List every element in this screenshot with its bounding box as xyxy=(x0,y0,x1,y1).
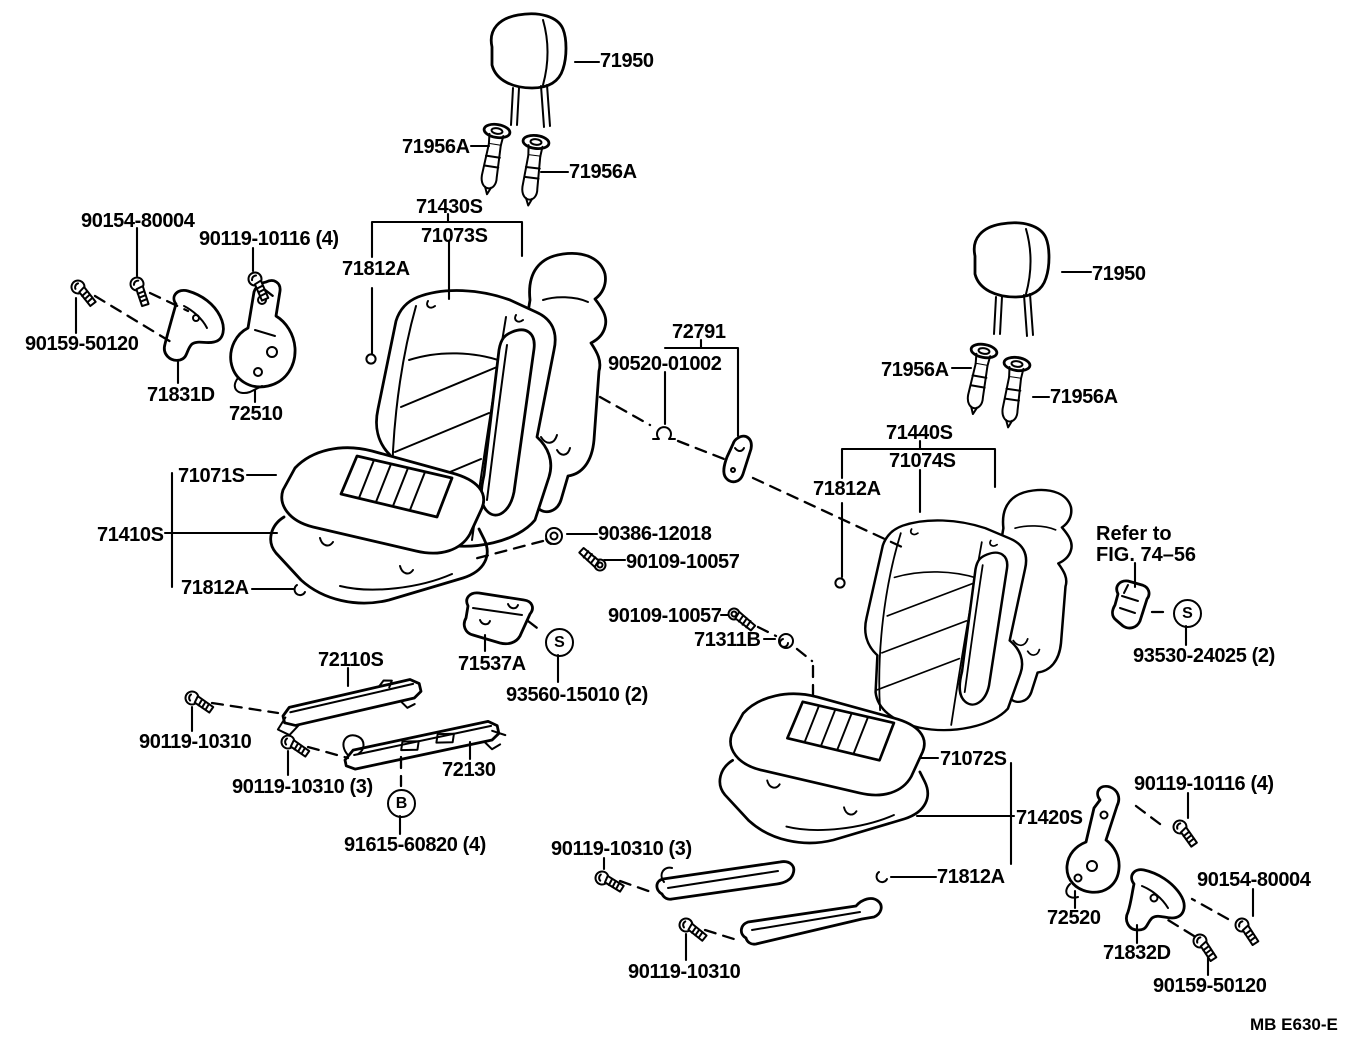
hog-ring-cushion-left xyxy=(293,584,306,597)
assembly-dashed-lines xyxy=(93,287,1230,942)
label-90119-10310-4: 90119-10310 xyxy=(628,961,741,983)
label-90159-right: 90159-50120 xyxy=(1153,975,1267,997)
label-72110s: 72110S xyxy=(318,649,384,671)
leader-lines xyxy=(74,60,1255,977)
label-93530: 93530-24025 (2) xyxy=(1133,645,1275,667)
grommet-71311b-drawing xyxy=(778,633,794,649)
bolt-90119-10310-1-drawing xyxy=(181,688,218,715)
left-guide-pin-1 xyxy=(472,121,513,198)
label-90154-right: 90154-80004 xyxy=(1197,869,1311,891)
label-90119-10310-2: 90119-10310 (3) xyxy=(232,776,373,798)
label-71812a-cushion-right: 71812A xyxy=(937,866,1005,888)
label-71072s: 71072S xyxy=(940,748,1007,770)
screw-90154-right-drawing xyxy=(1230,914,1266,948)
label-71812a-back-right: 71812A xyxy=(813,478,881,500)
bolt-90119-10116-right-drawing xyxy=(1168,816,1204,850)
label-72510: 72510 xyxy=(229,403,283,425)
left-guide-pin-2 xyxy=(513,132,552,209)
label-71071s: 71071S xyxy=(178,465,245,487)
clip-90520-drawing xyxy=(652,426,676,440)
label-71812a-cushion-left: 71812A xyxy=(181,577,249,599)
label-71410s: 71410S xyxy=(97,524,164,546)
label-71430s: 71430S xyxy=(416,196,483,218)
label-72130: 72130 xyxy=(442,759,496,781)
cover-71831d-drawing xyxy=(162,288,225,362)
label-90520: 90520-01002 xyxy=(608,353,722,375)
label-90154-left: 90154-80004 xyxy=(81,210,195,232)
right-guide-pin-1 xyxy=(958,340,1000,418)
bolt-90119-10310-2-drawing xyxy=(277,732,314,759)
label-71956a-right-1: 71956A xyxy=(881,359,949,381)
label-71956a-left-2: 71956A xyxy=(569,161,637,183)
refer-note-line2: FIG. 74–56 xyxy=(1096,544,1197,566)
screw-90154-left-drawing xyxy=(124,273,157,310)
label-91615: 91615-60820 (4) xyxy=(344,834,486,856)
label-71073s: 71073S xyxy=(421,225,488,247)
label-90109-1: 90109-10057 xyxy=(626,551,740,573)
circled-letter-s-left: S xyxy=(545,628,574,657)
recliner-72510-drawing xyxy=(229,279,297,394)
figure-code: MB E630-E xyxy=(1250,1015,1338,1034)
label-71074s: 71074S xyxy=(889,450,956,472)
label-90119-10116-left: 90119-10116 (4) xyxy=(199,228,339,250)
label-71812a-back-left: 71812A xyxy=(342,258,410,280)
label-71956a-left-1: 71956A xyxy=(402,136,470,158)
label-90159-left: 90159-50120 xyxy=(25,333,139,355)
label-71537a: 71537A xyxy=(458,653,526,675)
label-90109-2: 90109-10057 xyxy=(608,605,722,627)
label-71956a-right-2: 71956A xyxy=(1050,386,1118,408)
screw-90109-1-drawing xyxy=(574,545,610,574)
nut-90386-drawing xyxy=(545,527,563,545)
label-90119-10310-3: 90119-10310 (3) xyxy=(551,838,692,860)
label-71420s: 71420S xyxy=(1016,807,1083,829)
rail-72110s-drawing xyxy=(276,678,423,737)
right-seatback-drawing xyxy=(863,488,1073,732)
label-71950-left: 71950 xyxy=(600,50,654,72)
screw-90159-right-drawing xyxy=(1188,930,1224,964)
hog-ring-back-right xyxy=(834,577,846,589)
hog-ring-cushion-right xyxy=(875,871,888,884)
protector-71537a-drawing xyxy=(462,591,534,646)
label-71311b: 71311B xyxy=(694,629,761,651)
screw-90109-2-drawing xyxy=(724,605,760,633)
label-93560: 93560-15010 (2) xyxy=(506,684,648,706)
label-90386: 90386-12018 xyxy=(598,523,712,545)
left-headrest-drawing xyxy=(472,12,568,209)
screw-90159-left-drawing xyxy=(66,276,102,309)
label-72791: 72791 xyxy=(672,321,726,343)
brace-front-2-drawing xyxy=(739,897,883,946)
circled-letter-b: B xyxy=(387,789,416,818)
hog-ring-back-left xyxy=(365,353,377,365)
back-board-72791-drawing xyxy=(722,434,753,484)
cover-71832d-drawing xyxy=(1125,868,1186,932)
recliner-72520-drawing xyxy=(1065,784,1121,899)
right-headrest-drawing xyxy=(958,221,1051,431)
refer-note-line1: Refer to xyxy=(1096,523,1172,545)
label-72520: 72520 xyxy=(1047,907,1101,929)
hinge-93530-part-drawing xyxy=(1111,579,1151,630)
brace-front-1-drawing xyxy=(655,860,796,901)
label-90119-10116-right: 90119-10116 (4) xyxy=(1134,773,1274,795)
circled-letter-s-right: S xyxy=(1173,599,1202,628)
label-71950-right: 71950 xyxy=(1092,263,1146,285)
rail-72130-drawing xyxy=(342,720,507,771)
right-guide-pin-2 xyxy=(993,354,1033,431)
label-71440s: 71440S xyxy=(886,422,953,444)
label-71832d: 71832D xyxy=(1103,942,1171,964)
label-71831d: 71831D xyxy=(147,384,215,406)
label-90119-10310-1: 90119-10310 xyxy=(139,731,252,753)
